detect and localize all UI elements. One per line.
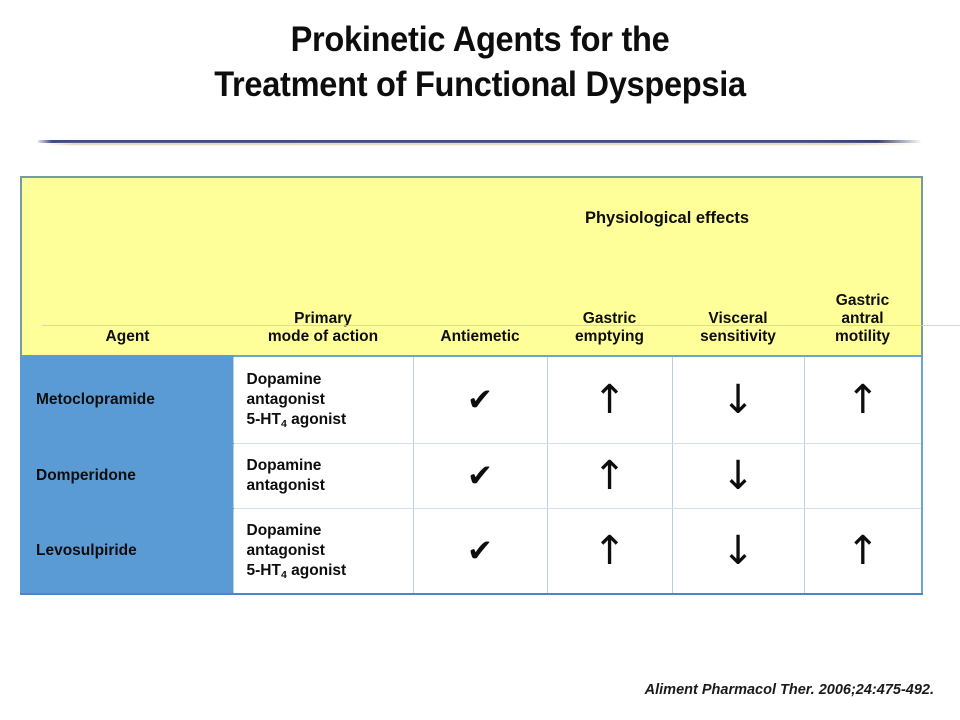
table-head-row-labels: Agent Primary mode of action Antiemetic … bbox=[20, 262, 924, 356]
table-head-row-group: Physiological effects bbox=[20, 176, 924, 262]
arrow-up-icon: ↑ bbox=[846, 528, 880, 574]
arrow-up-icon: ↑ bbox=[592, 453, 627, 499]
arrow-down-icon: ↓ bbox=[721, 528, 755, 574]
page-title-line-1: Prokinetic Agents for the bbox=[290, 20, 670, 59]
cell-agent-name: Metoclopramide bbox=[20, 355, 234, 444]
header-physiological-effects: Physiological effects bbox=[413, 176, 924, 262]
moa-line: Dopamine bbox=[246, 522, 322, 540]
title-divider-line bbox=[38, 140, 922, 143]
moa-line: 5-HT4 agonist bbox=[246, 410, 347, 430]
col-header-gastric-emptying-line-1: Gastric bbox=[582, 310, 637, 328]
check-icon: ✔ bbox=[467, 381, 493, 418]
moa-line: 5-HT4 agonist bbox=[246, 561, 347, 581]
cell-agent-name: Levosulpiride bbox=[20, 508, 234, 595]
header-spacer-moa bbox=[233, 176, 413, 262]
arrow-up-icon: ↑ bbox=[846, 377, 880, 423]
comparison-table: Physiological effects Agent Primary mode… bbox=[20, 176, 924, 595]
cell-antiemetic: ✔ bbox=[412, 508, 548, 595]
cell-gastric-emptying: ↑ bbox=[546, 508, 673, 595]
cell-visceral-sensitivity: ↓ bbox=[671, 443, 805, 509]
moa-line: antagonist bbox=[246, 477, 325, 494]
col-header-mode-of-action: Primary mode of action bbox=[233, 262, 413, 356]
cell-gastric-antral-motility: ↑ bbox=[803, 355, 924, 444]
table-row: Domperidone Dopamine antagonist ✔ ↑ ↓ bbox=[20, 443, 924, 509]
moa-line: Dopamine bbox=[246, 371, 322, 389]
page-title-line-2: Treatment of Functional Dyspepsia bbox=[214, 64, 746, 104]
col-header-gastric-emptying-line-2: emptying bbox=[575, 328, 644, 346]
prokinetic-agents-table: Physiological effects Agent Primary mode… bbox=[20, 176, 960, 595]
check-icon: ✔ bbox=[467, 532, 493, 569]
col-header-moa-line-1: Primary bbox=[294, 310, 352, 328]
stray-rule bbox=[42, 325, 960, 326]
cell-gastric-emptying: ↑ bbox=[546, 355, 673, 444]
cell-mode-of-action: Dopamine antagonist bbox=[232, 443, 414, 509]
table-row: Levosulpiride Dopamine antagonist 5-HT4 … bbox=[20, 508, 924, 595]
cell-antiemetic: ✔ bbox=[412, 443, 548, 509]
title-divider-shadow bbox=[44, 142, 916, 145]
moa-line: Dopamine bbox=[246, 457, 322, 475]
cell-antiemetic: ✔ bbox=[412, 355, 548, 444]
col-header-gastric-antral-motility-line-1: Gastric bbox=[835, 292, 890, 310]
page-title: Prokinetic Agents for the Treatment of F… bbox=[34, 18, 927, 108]
cell-gastric-antral-motility bbox=[803, 443, 924, 509]
cell-gastric-emptying: ↑ bbox=[546, 443, 673, 509]
cell-mode-of-action: Dopamine antagonist 5-HT4 agonist bbox=[232, 508, 414, 595]
cell-visceral-sensitivity: ↓ bbox=[671, 355, 805, 444]
arrow-down-icon: ↓ bbox=[721, 453, 755, 499]
col-header-visceral-sensitivity-line-1: Visceral bbox=[708, 310, 768, 328]
table-row: Metoclopramide Dopamine antagonist 5-HT4… bbox=[20, 355, 924, 444]
source-citation: Aliment Pharmacol Ther. 2006;24:475-492. bbox=[644, 682, 934, 698]
col-header-moa-line-2: mode of action bbox=[267, 328, 379, 346]
arrow-up-icon: ↑ bbox=[592, 528, 627, 574]
cell-agent-name: Domperidone bbox=[20, 443, 234, 509]
col-header-gastric-antral-motility-line-3: motility bbox=[834, 328, 891, 346]
col-header-gastric-antral-motility-line-2: antral bbox=[841, 310, 884, 328]
title-divider bbox=[38, 138, 922, 148]
col-header-agent: Agent bbox=[20, 262, 233, 356]
cell-visceral-sensitivity: ↓ bbox=[671, 508, 805, 595]
arrow-down-icon: ↓ bbox=[721, 377, 755, 423]
col-header-agent-label: Agent bbox=[105, 328, 150, 346]
moa-line: antagonist bbox=[246, 391, 325, 409]
table-body: Metoclopramide Dopamine antagonist 5-HT4… bbox=[20, 355, 924, 595]
col-header-visceral-sensitivity: Visceral sensitivity bbox=[672, 262, 804, 356]
col-header-gastric-antral-motility: Gastric antral motility bbox=[804, 262, 924, 356]
col-header-antiemetic-line-1: Antiemetic bbox=[440, 328, 520, 346]
cell-gastric-antral-motility: ↑ bbox=[803, 508, 924, 595]
check-icon: ✔ bbox=[467, 457, 493, 494]
table-head: Physiological effects Agent Primary mode… bbox=[20, 176, 924, 356]
cell-mode-of-action: Dopamine antagonist 5-HT4 agonist bbox=[232, 355, 414, 444]
col-header-antiemetic: Antiemetic bbox=[413, 262, 547, 356]
arrow-up-icon: ↑ bbox=[592, 377, 627, 423]
moa-line: antagonist bbox=[246, 542, 325, 560]
col-header-gastric-emptying: Gastric emptying bbox=[547, 262, 672, 356]
col-header-visceral-sensitivity-line-2: sensitivity bbox=[700, 328, 776, 346]
header-spacer-agent bbox=[20, 176, 233, 262]
